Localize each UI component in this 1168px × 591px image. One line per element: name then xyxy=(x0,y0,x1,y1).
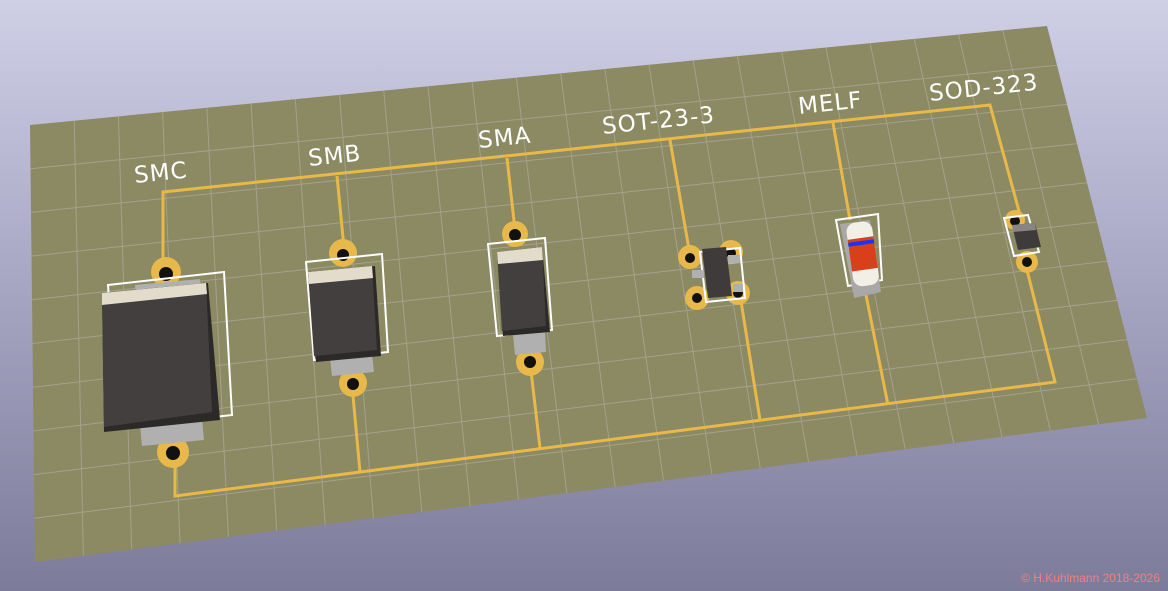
component-melf[interactable] xyxy=(834,212,884,298)
copper-traces xyxy=(161,103,1057,498)
copyright-notice: © H.Kuhlmann 2018-2026 xyxy=(1021,571,1160,585)
grid-line xyxy=(31,143,1078,257)
grid-line xyxy=(33,339,1128,476)
component-sot-23-3[interactable] xyxy=(692,246,747,304)
grid-line xyxy=(30,103,1068,213)
label-smc: SMC xyxy=(133,158,189,189)
component-sod-323[interactable] xyxy=(1002,213,1041,258)
component-smc[interactable] xyxy=(102,270,234,446)
grid-line xyxy=(34,378,1138,519)
label-smb: SMB xyxy=(307,141,363,172)
label-sma: SMA xyxy=(477,123,533,154)
component-smb[interactable] xyxy=(304,252,390,376)
grid-line xyxy=(30,64,1058,170)
component-sma[interactable] xyxy=(486,236,554,355)
pcb-board xyxy=(30,26,1147,562)
grid-line xyxy=(31,182,1088,301)
